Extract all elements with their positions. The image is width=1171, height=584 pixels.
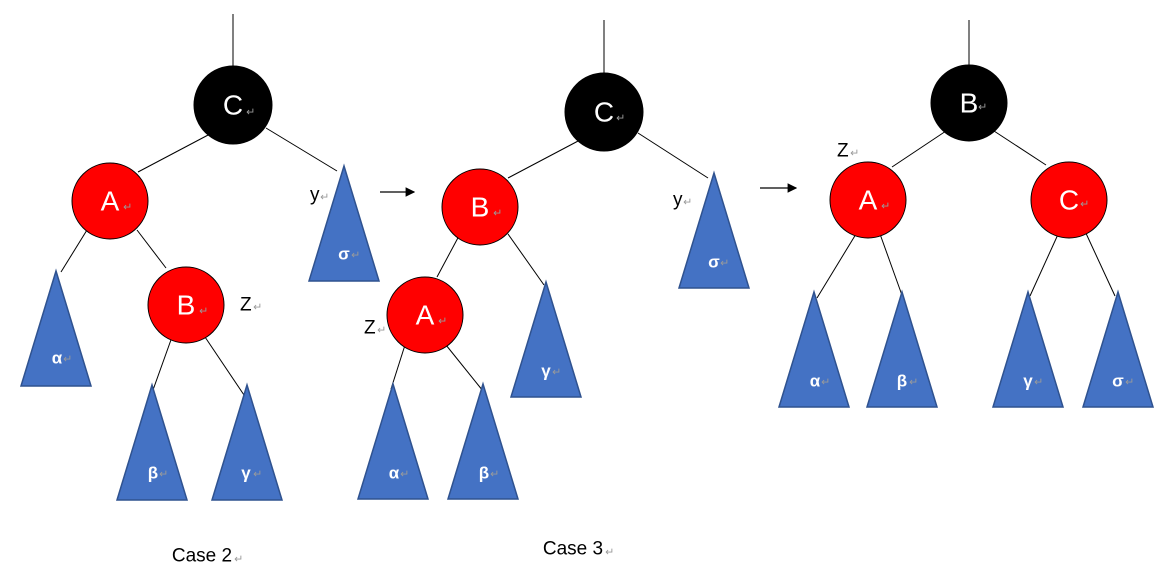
paragraph-mark: ↵ (253, 468, 262, 481)
case2-node-a (71, 162, 149, 240)
case3-node-b-label: B (471, 192, 490, 223)
result-subtree-sigma (1081, 289, 1155, 408)
paragraph-mark: ↵ (400, 468, 409, 481)
paragraph-mark: ↵ (1080, 198, 1089, 211)
paragraph-mark: ↵ (881, 200, 890, 213)
edge-a-alpha (390, 344, 406, 390)
case2-node-a-label: A (101, 186, 120, 217)
paragraph-mark: ↵ (490, 468, 499, 481)
case2-node-b-label: B (177, 290, 196, 321)
result-node-a (829, 161, 907, 239)
paragraph-mark: ↵ (1034, 376, 1043, 389)
paragraph-mark: ↵ (909, 376, 918, 389)
case2-subtree-beta (115, 382, 189, 501)
paragraph-mark: ↵ (234, 553, 243, 566)
paragraph-mark: ↵ (63, 353, 72, 366)
edge-c-b (507, 139, 581, 179)
edge-b-a (436, 233, 461, 278)
case3-node-c-label: C (594, 97, 614, 128)
result-subtree-sigma-label: σ (1112, 372, 1124, 391)
case2-label: Case 2 (172, 546, 232, 567)
result-mark-z: Z (837, 141, 849, 162)
case3-subtree-sigma (677, 170, 751, 289)
case2-mark-z: Z (240, 295, 252, 316)
result-node-c-label: C (1059, 185, 1079, 216)
result-node-b-label: B (960, 88, 979, 119)
paragraph-mark: ↵ (493, 207, 502, 220)
paragraph-mark: ↵ (123, 201, 132, 214)
paragraph-mark: ↵ (720, 257, 729, 270)
case3-subtree-beta-label: β (479, 464, 489, 483)
case2-subtree-gamma-label: γ (241, 464, 251, 483)
case2-subtree-alpha-label: α (52, 349, 63, 368)
case2-node-c-label: C (223, 90, 243, 121)
paragraph-mark: ↵ (616, 112, 625, 125)
edge-b-gamma (507, 233, 545, 286)
edge-a-alpha (60, 229, 88, 273)
result-tree: B ↵ A ↵ C ↵ α ↵ β ↵ γ ↵ σ ↵ Z ↵ (777, 20, 1155, 408)
paragraph-mark: ↵ (683, 196, 692, 209)
case3-node-b (441, 168, 519, 246)
paragraph-mark: ↵ (978, 101, 987, 114)
paragraph-mark: ↵ (246, 106, 255, 119)
case2-subtree-beta-label: β (148, 464, 158, 483)
result-subtree-gamma-label: γ (1023, 372, 1033, 391)
case2-node-b (147, 266, 225, 344)
case2-tree: C ↵ A ↵ B ↵ α ↵ β ↵ γ ↵ σ ↵ Z ↵ y ↵ Case… (19, 14, 381, 567)
paragraph-mark: ↵ (351, 249, 360, 262)
paragraph-mark: ↵ (199, 305, 208, 318)
case2-subtree-alpha (19, 268, 93, 387)
case3-mark-z: Z (364, 318, 376, 339)
edge-a-b (136, 229, 167, 269)
case3-tree: C ↵ B ↵ A ↵ α ↵ β ↵ γ ↵ σ ↵ Z ↵ y ↵ Case… (356, 20, 751, 560)
case3-node-a-label: A (416, 300, 435, 331)
edge-b-beta (152, 336, 173, 391)
case3-node-a (386, 276, 464, 354)
result-node-c (1030, 161, 1108, 239)
case2-mark-y: y (310, 185, 320, 206)
result-subtree-alpha (777, 289, 851, 408)
case3-node-c (564, 72, 644, 152)
case2-subtree-sigma-label: σ (338, 245, 350, 264)
case3-subtree-beta (446, 381, 520, 500)
paragraph-mark: ↵ (159, 468, 168, 481)
paragraph-mark: ↵ (605, 546, 614, 559)
paragraph-mark: ↵ (821, 376, 830, 389)
paragraph-mark: ↵ (377, 324, 386, 337)
paragraph-mark: ↵ (320, 191, 329, 204)
case3-subtree-sigma-label: σ (708, 253, 720, 272)
case3-mark-y: y (673, 190, 683, 211)
case3-subtree-alpha-label: α (389, 464, 400, 483)
edge-c-sigma (1083, 228, 1116, 297)
result-node-b (930, 64, 1008, 142)
result-subtree-beta (865, 289, 939, 408)
case3-subtree-alpha (356, 381, 430, 500)
edge-b-gamma (204, 336, 245, 396)
edge-c-a (137, 133, 211, 173)
edge-a-beta (879, 233, 904, 299)
edge-b-a (891, 130, 947, 168)
paragraph-mark: ↵ (552, 366, 561, 379)
paragraph-mark: ↵ (850, 147, 859, 160)
result-subtree-beta-label: β (897, 372, 907, 391)
result-subtree-alpha-label: α (810, 372, 821, 391)
case2-subtree-gamma (210, 382, 284, 501)
paragraph-mark: ↵ (253, 301, 262, 314)
edge-a-beta (445, 344, 484, 392)
paragraph-mark: ↵ (1125, 376, 1134, 389)
edge-b-c (993, 130, 1047, 166)
edge-c-sigma (265, 127, 338, 172)
edge-c-sigma (637, 132, 709, 179)
edge-a-alpha (816, 233, 857, 299)
case2-subtree-sigma (307, 163, 381, 282)
case3-subtree-gamma-label: γ (541, 362, 551, 381)
case3-subtree-gamma (509, 279, 583, 398)
paragraph-mark: ↵ (438, 315, 447, 328)
case3-label: Case 3 (543, 539, 603, 560)
result-subtree-gamma (991, 289, 1065, 408)
result-node-a-label: A (859, 185, 878, 216)
edge-c-gamma (1029, 229, 1061, 297)
case2-node-c (193, 65, 273, 145)
